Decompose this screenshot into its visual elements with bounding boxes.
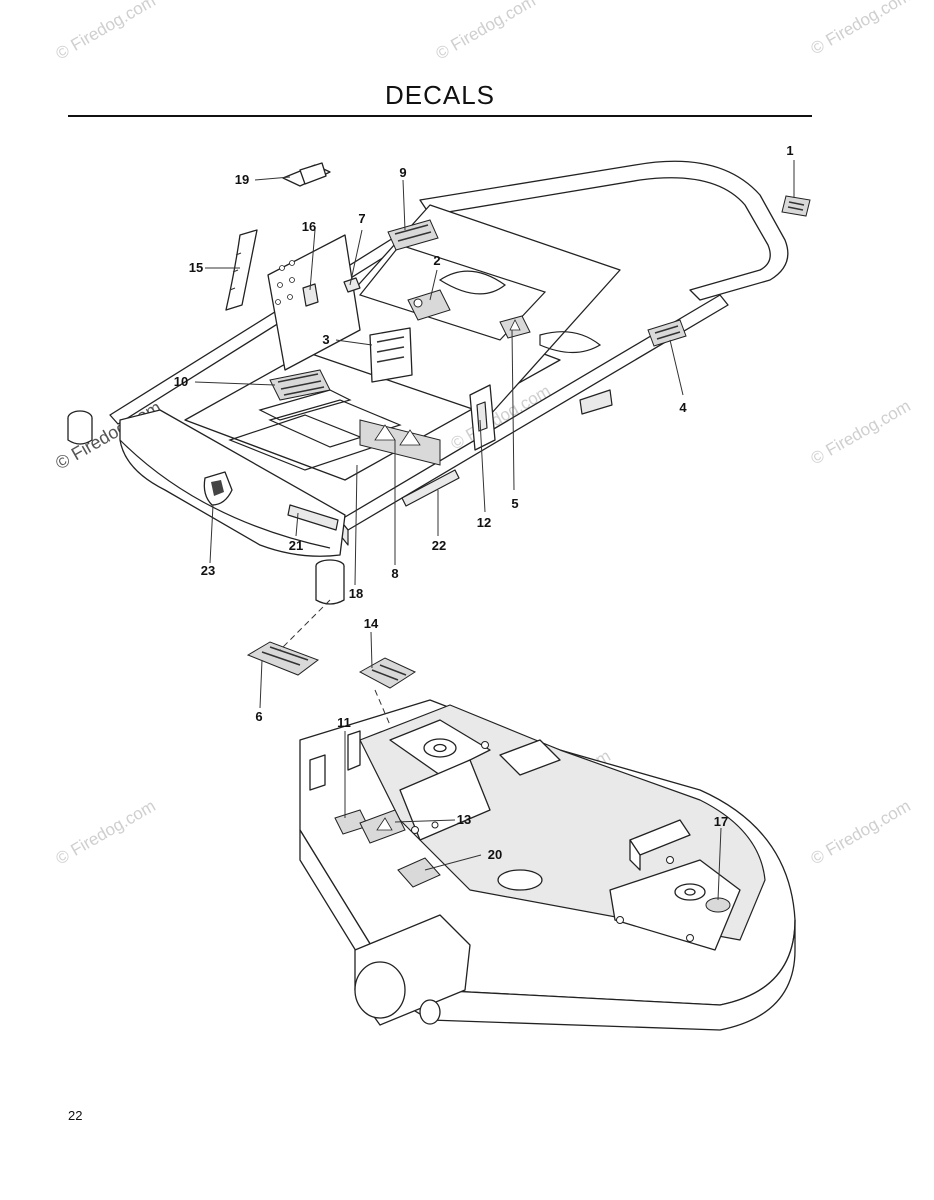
callout-9: 9 — [399, 165, 406, 180]
mower-deck — [299, 699, 796, 1031]
deck-decals — [334, 809, 731, 913]
callout-20: 20 — [488, 847, 502, 862]
callout-labels: 1 2 3 4 5 6 7 8 9 10 11 12 13 14 15 16 1… — [174, 143, 794, 862]
title-rule — [68, 115, 812, 117]
watermark: © Firedog.com — [433, 0, 539, 63]
watermark: © Firedog.com — [808, 396, 914, 468]
callout-13: 13 — [457, 812, 471, 827]
page-title: DECALS — [384, 80, 496, 110]
callout-21: 21 — [289, 538, 303, 553]
callout-2: 2 — [433, 253, 440, 268]
callout-1: 1 — [786, 143, 793, 158]
callout-19: 19 — [235, 172, 249, 187]
watermark: © Firedog.com — [53, 0, 159, 63]
callout-10: 10 — [174, 374, 188, 389]
callout-8: 8 — [391, 566, 398, 581]
callout-23: 23 — [201, 563, 215, 578]
callout-7: 7 — [358, 211, 365, 226]
leader-lines — [194, 160, 795, 901]
callout-17: 17 — [714, 814, 728, 829]
callout-15: 15 — [189, 260, 203, 275]
callout-5: 5 — [511, 496, 518, 511]
chassis-decals — [203, 162, 811, 531]
watermark: © Firedog.com — [808, 0, 914, 58]
callout-18: 18 — [349, 586, 363, 601]
callout-11: 11 — [337, 715, 351, 730]
callout-22: 22 — [432, 538, 446, 553]
callout-12: 12 — [477, 515, 491, 530]
callout-6: 6 — [255, 709, 262, 724]
callout-4: 4 — [679, 400, 687, 415]
watermark: © Firedog.com — [53, 796, 159, 868]
page-number: 22 — [68, 1108, 83, 1123]
callout-16: 16 — [302, 219, 316, 234]
loose-decals — [246, 641, 417, 689]
watermark: © Firedog.com — [808, 796, 914, 868]
callout-3: 3 — [322, 332, 329, 347]
callout-14: 14 — [364, 616, 379, 631]
